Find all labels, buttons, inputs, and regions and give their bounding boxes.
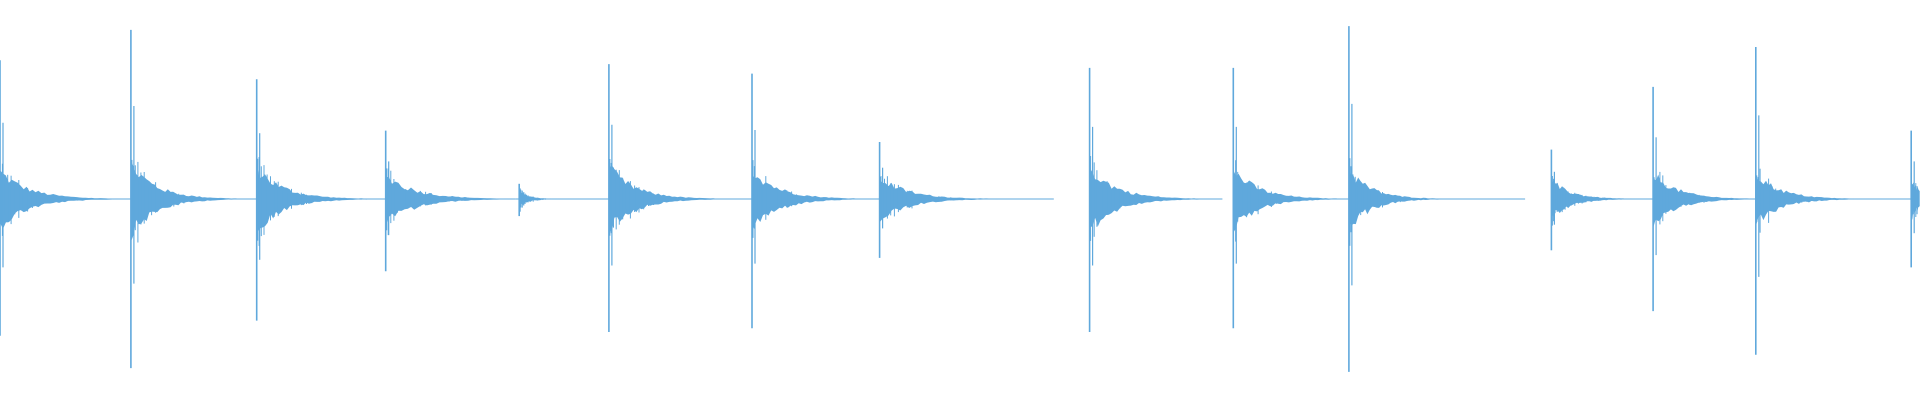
waveform-transient [1232,67,1339,329]
waveform-transient [1348,26,1442,372]
waveform-transient [1755,47,1858,355]
waveform-transient [608,64,719,332]
waveform-decay-envelope [1348,167,1442,226]
waveform-transient [518,183,562,217]
waveform-transient [1652,86,1755,312]
waveform-transient [751,73,862,329]
waveform-transient [878,142,998,258]
waveform-transient [0,60,119,336]
waveform-transient [255,79,367,321]
waveform-transient [130,29,237,369]
waveform-transient [1550,149,1636,251]
waveform-decay-envelope [752,173,862,233]
waveform-transient [384,130,513,272]
waveform-hits-layer [0,26,1920,372]
waveform-transient [1910,130,1920,268]
waveform-decay-envelope [385,176,513,226]
waveform-transient [1088,67,1200,332]
